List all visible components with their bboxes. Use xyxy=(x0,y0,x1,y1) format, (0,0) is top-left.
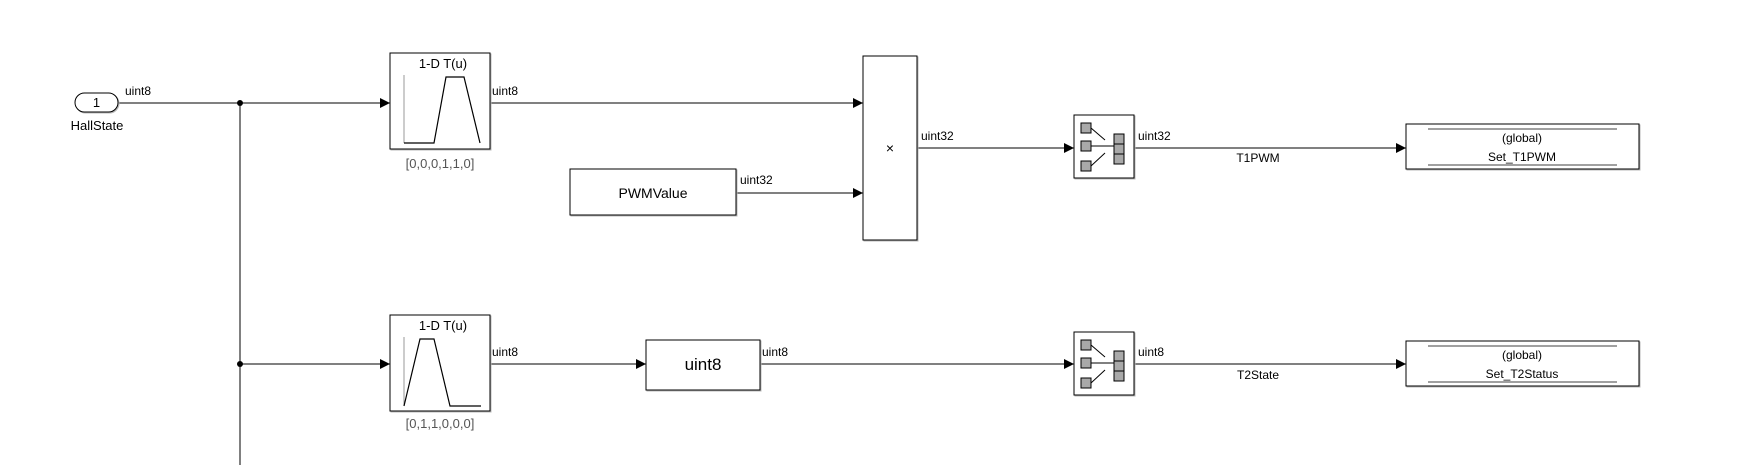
lookup-top-out-type: uint8 xyxy=(492,84,518,98)
convert-block[interactable] xyxy=(645,339,761,391)
func-bottom-block[interactable] xyxy=(1405,340,1640,387)
lookup-bottom-curve-icon xyxy=(403,338,481,407)
lookup-bottom-out-type: uint8 xyxy=(492,345,518,359)
gate-block-bottom[interactable] xyxy=(1073,331,1135,396)
func-bottom-name: Set_T2Status xyxy=(1486,367,1559,381)
lookup-top-table: [0,0,0,1,1,0] xyxy=(406,156,475,171)
function-caller-top[interactable]: (global) Set_T1PWM xyxy=(1405,123,1640,170)
lookup-bottom-table: [0,1,1,0,0,0] xyxy=(406,416,475,431)
product-symbol: × xyxy=(886,140,894,156)
product-block[interactable] xyxy=(862,55,918,241)
signal-name-t2state: T2State xyxy=(1237,368,1279,382)
convert-out-type: uint8 xyxy=(762,345,788,359)
pwm-value-name: PWMValue xyxy=(619,185,688,201)
func-bottom-scope: (global) xyxy=(1502,348,1542,362)
pwm-value-block-group[interactable]: PWMValue xyxy=(569,168,737,216)
product-block-group[interactable]: × xyxy=(862,55,918,241)
func-top-block[interactable] xyxy=(1405,123,1640,170)
inport-hallstate[interactable]: 1 HallState xyxy=(71,92,124,133)
inport-name: HallState xyxy=(71,118,124,133)
func-top-name: Set_T1PWM xyxy=(1488,150,1556,164)
gate-block-top[interactable] xyxy=(1073,114,1135,179)
lookup-top-curve-icon xyxy=(404,76,481,144)
product-out-type: uint32 xyxy=(921,129,954,143)
pwm-out-type: uint32 xyxy=(740,173,773,187)
signal-name-t1pwm: T1PWM xyxy=(1236,151,1279,165)
gate-bottom-icon xyxy=(1080,339,1125,389)
convert-label: uint8 xyxy=(685,355,722,374)
lookup-table-top[interactable]: 1-D T(u) [0,0,0,1,1,0] xyxy=(389,52,491,171)
pwm-value-block[interactable] xyxy=(569,168,737,216)
func-top-scope: (global) xyxy=(1502,131,1542,145)
signal-labels: uint8 uint8 uint32 uint32 uint32 T1PWM u… xyxy=(125,84,1280,382)
inport-number: 1 xyxy=(93,95,100,110)
lookup-top-title: 1-D T(u) xyxy=(419,56,467,71)
lookup-bottom-title: 1-D T(u) xyxy=(419,318,467,333)
signal-lines xyxy=(106,98,1406,465)
lookup-table-bottom[interactable]: 1-D T(u) [0,1,1,0,0,0] xyxy=(389,314,491,431)
gate-bottom-out-type: uint8 xyxy=(1138,345,1164,359)
gate-top-out-type: uint32 xyxy=(1138,129,1171,143)
gate-top-icon xyxy=(1080,122,1125,172)
hallstate-type-label: uint8 xyxy=(125,84,151,98)
lookup-top-block[interactable] xyxy=(389,52,491,150)
inport-block[interactable] xyxy=(74,92,119,113)
convert-block-group[interactable]: uint8 xyxy=(645,339,761,391)
function-caller-bottom[interactable]: (global) Set_T2Status xyxy=(1405,340,1640,387)
